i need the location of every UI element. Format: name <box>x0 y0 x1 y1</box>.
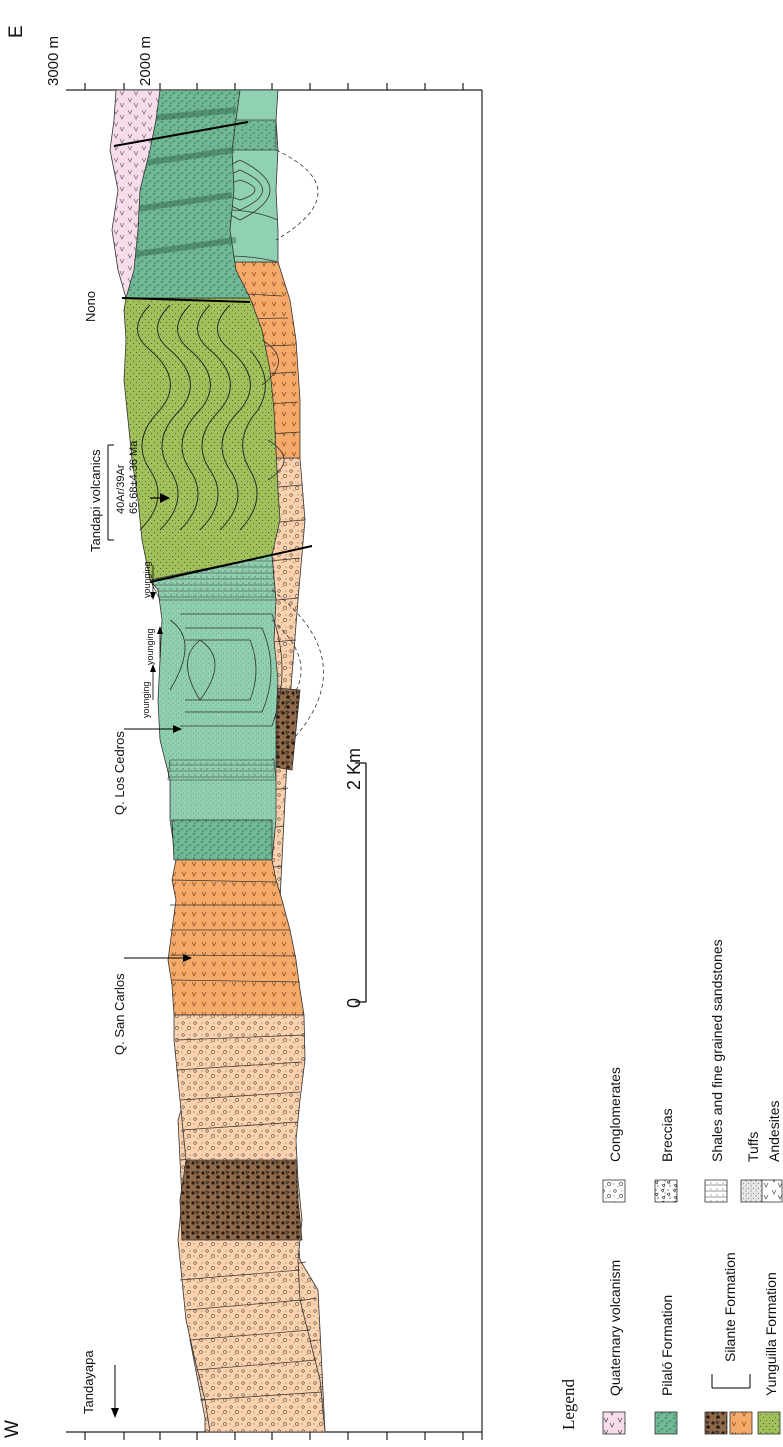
san-carlos-label: Q. San Carlos <box>112 973 127 1055</box>
pilalo-label: Pilaló Formation <box>659 1295 675 1396</box>
conglomerates-label: Conglomerates <box>607 1067 623 1162</box>
shales-label: Shales and fine grained sandstones <box>709 939 725 1162</box>
legend-lith-breccias: Breccias <box>655 1108 677 1202</box>
pilalo-swatch <box>655 1412 677 1434</box>
tuffs-label: Tuffs <box>745 1132 761 1162</box>
breccias-label: Breccias <box>659 1108 675 1162</box>
tandayapa-arrowhead <box>111 1408 119 1418</box>
legend-unit-yunguilla: Yunguilla Formation <box>758 1272 780 1434</box>
silante-swatch-orange <box>730 1412 752 1434</box>
west-label: W <box>2 1420 23 1438</box>
east-label: E <box>6 25 27 38</box>
silante-dark-band <box>180 1160 302 1240</box>
scale-bar-start-label: 0 <box>344 998 364 1008</box>
legend-title: Legend <box>559 1379 578 1430</box>
andesites-label: Andesites <box>766 1101 782 1162</box>
legend-lith-conglomerates: Conglomerates <box>603 1067 625 1202</box>
legend-unit-silante: Silante Formation <box>705 1252 752 1434</box>
pilalo-lower-dashed-fold <box>276 150 318 240</box>
pilalo-dark-breccia <box>172 820 272 860</box>
upper-section <box>150 40 278 90</box>
tandayapa-label: Tandayapa <box>81 1350 96 1414</box>
younging-label-pilalo-1: younging <box>141 681 151 718</box>
silante-swatch-dark <box>705 1412 727 1434</box>
bottom-axis-ticks <box>85 1432 463 1440</box>
tandapi-orange-zone <box>168 860 304 1015</box>
dating-method-label: 40Ar/39Ar <box>115 464 127 514</box>
scale-bar-end-label: 2 Km <box>344 748 364 790</box>
nono-label: Nono <box>83 291 98 322</box>
legend-unit-pilalo: Pilaló Formation <box>655 1295 677 1434</box>
tandapi-volcanics-label: Tandapi volcanics <box>88 449 103 552</box>
yunguilla-label: Yunguilla Formation <box>763 1272 779 1396</box>
younging-label-silante: younging <box>145 628 155 665</box>
silante-label: Silante Formation <box>722 1252 738 1362</box>
legend-lith-andesites: Andesites <box>762 1101 782 1202</box>
yunguilla-swatch <box>758 1412 780 1434</box>
scale-bar: 0 2 Km <box>344 748 366 1008</box>
yunguilla-zone <box>124 298 280 580</box>
los-cedros-label: Q. Los Cedros <box>112 731 127 815</box>
legend-unit-quaternary: Quaternary volcanism <box>603 1260 625 1434</box>
legend: Legend Quaternary volcanism Pilaló Forma… <box>559 939 782 1434</box>
elevation-3000-label: 3000 m <box>45 36 62 86</box>
legend-lith-shales: Shales and fine grained sandstones <box>705 939 727 1202</box>
pilalo-shale-band-1 <box>168 760 276 780</box>
silante-bracket <box>712 1374 750 1388</box>
dating-age-label: 65.68±4.36 Ma <box>128 440 140 514</box>
quaternary-label: Quaternary volcanism <box>607 1260 623 1396</box>
legend-lith-tuffs: Tuffs <box>741 1132 763 1202</box>
